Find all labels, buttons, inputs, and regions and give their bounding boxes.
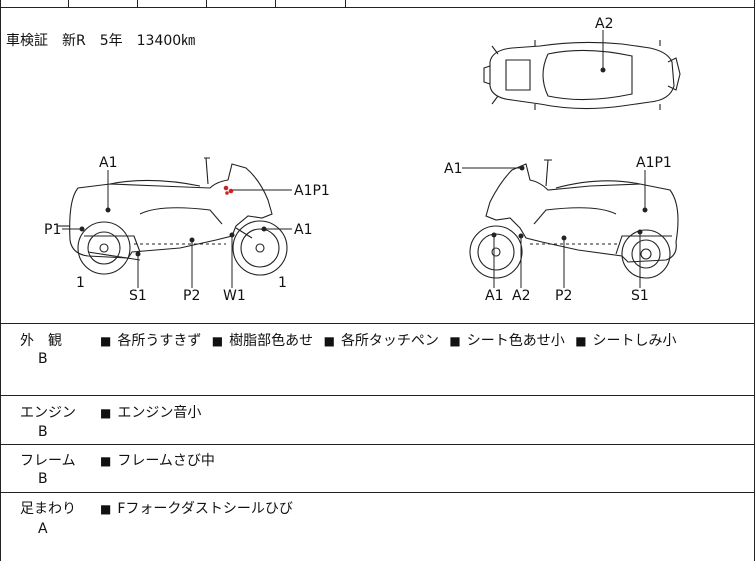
list-item: シート色あせ小 <box>466 333 565 349</box>
label-left-a1-right: A1 <box>294 222 312 238</box>
left-border <box>0 0 1 561</box>
items-frame: ■フレームさび中 <box>100 453 215 469</box>
section-divider <box>0 323 755 324</box>
section-label-suspension: 足まわり <box>20 501 76 517</box>
top-strip-divider <box>275 0 276 7</box>
grade-exterior: B <box>38 351 48 367</box>
section-divider <box>0 444 755 445</box>
grade-suspension: A <box>38 521 48 537</box>
top-strip-divider <box>137 0 138 7</box>
label-left-s1: S1 <box>129 288 147 304</box>
label-left-p1: P1 <box>44 222 61 238</box>
section-label-engine: エンジン <box>20 405 76 421</box>
items-engine: ■エンジン音小 <box>100 405 202 421</box>
left-side-scooter <box>58 157 288 276</box>
label-left-one-right: 1 <box>278 275 287 291</box>
grade-frame: B <box>38 471 48 487</box>
registration-note: 車検証 新R 5年 13400㎞ <box>6 33 196 49</box>
label-right-a1: A1 <box>444 161 462 177</box>
damage-diagram: A2 A1 A1P1 P1 A1 1 S1 P2 W1 1 A1 A1P1 A1… <box>44 16 681 304</box>
list-item: Fフォークダストシールひび <box>117 501 293 517</box>
label-right-p2: P2 <box>555 288 572 304</box>
top-strip-divider <box>68 0 69 7</box>
section-divider <box>0 492 755 493</box>
top-strip-border <box>0 7 755 8</box>
label-right-s1: S1 <box>631 288 649 304</box>
damage-marker-icon <box>223 185 234 195</box>
label-left-a1: A1 <box>99 155 117 171</box>
label-left-w1: W1 <box>223 288 246 304</box>
label-left-one: 1 <box>76 275 85 291</box>
label-left-p2: P2 <box>183 288 200 304</box>
label-right-a1-bottom: A1 <box>485 288 503 304</box>
list-item: 各所タッチペン <box>340 333 439 349</box>
section-label-frame: フレーム <box>20 453 76 469</box>
items-exterior: ■各所うすきず ■樹脂部色あせ ■各所タッチペン ■シート色あせ小 ■シートしみ… <box>100 333 677 349</box>
grade-engine: B <box>38 424 48 440</box>
list-item: フレームさび中 <box>117 453 215 469</box>
list-item: エンジン音小 <box>117 405 202 421</box>
label-left-a1p1: A1P1 <box>294 183 330 199</box>
section-divider <box>0 395 755 396</box>
top-view-scooter <box>483 40 681 110</box>
label-right-a1p1: A1P1 <box>636 155 672 171</box>
items-suspension: ■Fフォークダストシールひび <box>100 501 293 517</box>
list-item: シートしみ小 <box>592 333 677 349</box>
right-side-scooter <box>469 159 679 279</box>
list-item: 各所うすきず <box>117 333 202 349</box>
label-right-a2: A2 <box>512 288 530 304</box>
top-strip-divider <box>206 0 207 7</box>
top-strip-divider <box>345 0 346 7</box>
label-top-a2: A2 <box>595 16 613 32</box>
list-item: 樹脂部色あせ <box>229 333 314 349</box>
section-label-exterior: 外 観 <box>20 333 62 349</box>
